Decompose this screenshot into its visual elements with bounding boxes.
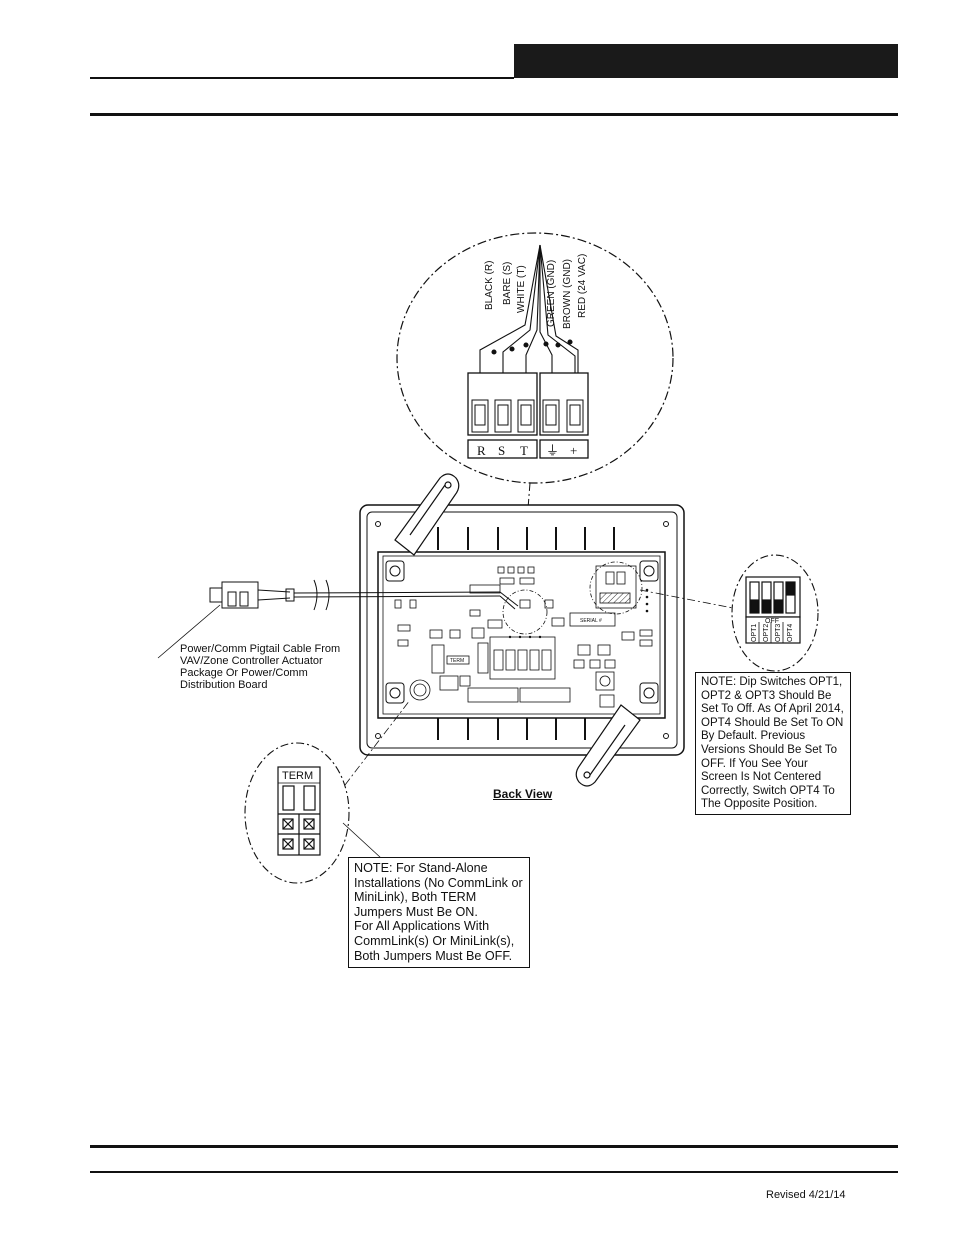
dip-switch-note: NOTE: Dip Switches OPT1, OPT2 & OPT3 Sho… (695, 672, 851, 815)
dip-label-opt3: OPT3 (775, 624, 782, 642)
dip-label-opt1: OPT1 (751, 624, 758, 642)
wire-label-bare: BARE (S) (502, 262, 513, 305)
mounting-tab-top (394, 473, 460, 556)
term-jumper-enlarged (277, 766, 321, 856)
footer-rule-thin (90, 1171, 898, 1173)
header-black-bar (514, 44, 898, 78)
wire-label-black: BLACK (R) (484, 261, 495, 310)
dip-labels: OPT1 OPT2 OPT3 OPT4 (751, 624, 794, 642)
terminal-label-ground: ⏚ (546, 443, 559, 458)
dip-label-opt4: OPT4 (787, 624, 794, 642)
dip-switch-detail-ellipse (731, 554, 819, 672)
term-small-label: TERM (450, 658, 464, 664)
terminal-label-r: R (477, 443, 486, 458)
term-detail-ellipse (244, 742, 350, 884)
terminal-label-plus: + (570, 443, 577, 458)
serial-label: SERIAL # (580, 618, 602, 624)
terminal-label-s: S (498, 443, 505, 458)
back-view-caption: Back View (493, 787, 553, 801)
wire-label-red: RED (24 VAC) (577, 254, 588, 318)
footer-rule-thick (90, 1145, 898, 1148)
dip-off-label: OFF (765, 618, 779, 625)
revised-date: Revised 4/21/14 (766, 1189, 846, 1201)
terminal-label-t: T (520, 443, 528, 458)
pigtail-note: Power/Comm Pigtail Cable From VAV/Zone C… (180, 643, 341, 691)
terminal-labels: R S T ⏚ + (477, 443, 577, 458)
wire-label-brown: BROWN (GND) (562, 259, 573, 329)
mounting-tab-bottom (575, 704, 641, 787)
header-rule-thick (90, 113, 898, 116)
term-label: TERM (282, 770, 313, 782)
term-jumper-note: NOTE: For Stand-Alone Installations (No … (348, 857, 530, 968)
wire-label-green: GREEN (GND) (546, 260, 557, 327)
header-rule-thin (90, 77, 514, 79)
pcb-components (394, 565, 653, 708)
connector-detail-ellipse (396, 232, 674, 484)
dip-switch-enlarged (745, 576, 801, 644)
pigtail-cable (209, 579, 519, 611)
wire-label-white: WHITE (T) (516, 265, 527, 313)
terminal-block-enlarged (467, 372, 589, 459)
dip-label-opt2: OPT2 (763, 624, 770, 642)
wire-labels: BLACK (R) BARE (S) WHITE (T) GREEN (GND)… (484, 254, 588, 329)
